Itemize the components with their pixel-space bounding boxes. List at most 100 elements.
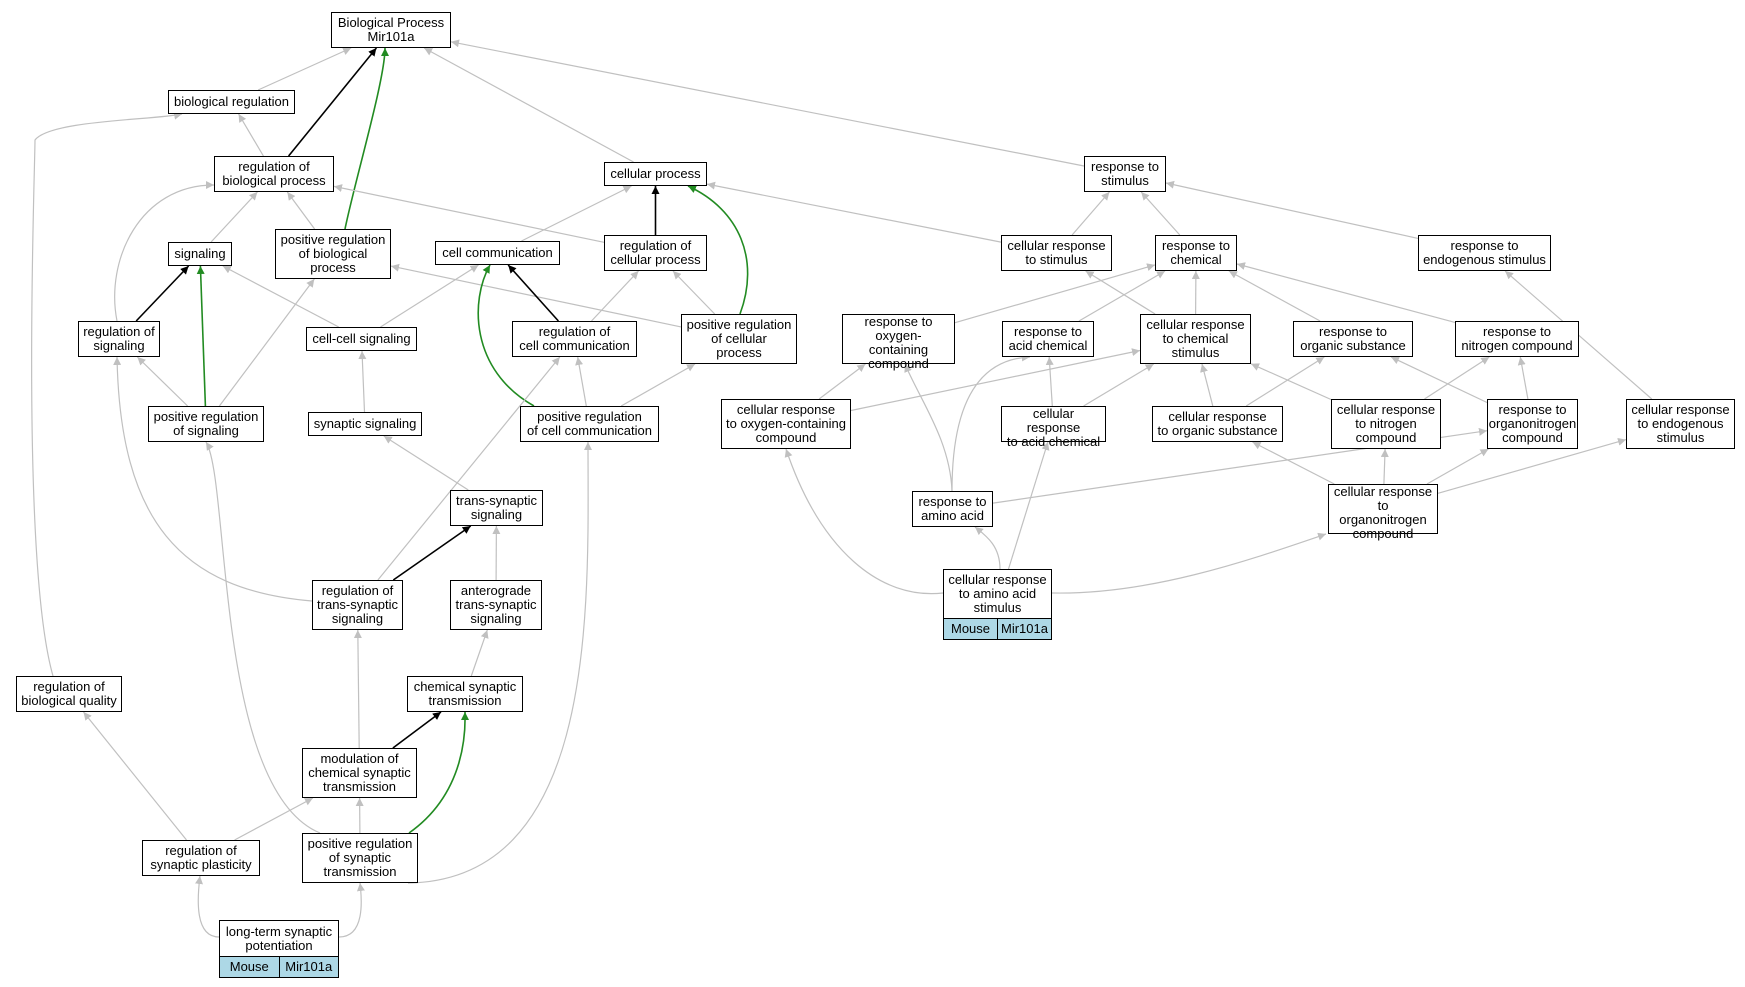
go-term-label: response to organic substance <box>1300 324 1406 353</box>
edge-is-a-crorgnit-to-crnitro <box>1380 448 1389 485</box>
go-term-node-cellcomm[interactable]: cell communication <box>435 241 560 265</box>
edge-is-a-crorgnit-to-crendo <box>1437 437 1627 494</box>
go-term-node-regbq[interactable]: regulation of biological quality <box>16 676 122 712</box>
edge-is-a-regtranssyn-to-regsig <box>113 356 313 602</box>
edge-is-a-ccsig-to-signaling <box>222 265 339 328</box>
go-term-label: regulation of trans-synaptic signaling <box>317 583 398 626</box>
go-term-label: cellular response to acid chemical <box>1006 406 1101 449</box>
go-term-node-transsyn[interactable]: trans-synaptic signaling <box>450 490 543 526</box>
go-term-label: cellular response to oxygen-containing c… <box>726 402 846 445</box>
go-term-label: regulation of cell communication <box>519 324 630 353</box>
go-term-node-crorg[interactable]: cellular response to organic substance <box>1152 406 1283 442</box>
go-term-label: cellular response to amino acid stimulus <box>948 572 1047 615</box>
go-term-node-crorgnit[interactable]: cellular response to organonitrogen comp… <box>1328 484 1438 541</box>
go-term-node-crstim[interactable]: cellular response to stimulus <box>1001 235 1112 271</box>
go-term-label: synaptic signaling <box>313 416 417 431</box>
go-term-node-antero[interactable]: anterograde trans-synaptic signaling <box>450 580 542 630</box>
edge-is-a-ramino-to-roxy <box>904 363 953 492</box>
edge-is-a-transsyn-to-synsig <box>383 435 469 491</box>
edge-is-a-cramino-to-crorgnit <box>1051 532 1327 594</box>
go-term-label: positive regulation of synaptic transmis… <box>307 836 413 879</box>
go-term-node-crnitro[interactable]: cellular response to nitrogen compound <box>1331 399 1441 449</box>
go-term-node-ramino[interactable]: response to amino acid <box>912 491 993 527</box>
edge-is-a-regtranssyn-to-regcc <box>377 356 561 581</box>
edge-is-a-ltp-to-regplast <box>195 875 220 938</box>
edge-is-a-signaling-to-regbp <box>210 191 258 243</box>
go-term-node-modchem[interactable]: modulation of chemical synaptic transmis… <box>302 748 417 798</box>
go-term-node-posregbp[interactable]: positive regulation of biological proces… <box>275 229 391 279</box>
go-term-node-bp[interactable]: Biological Process Mir101a <box>331 12 451 48</box>
go-term-node-cracid[interactable]: cellular response to acid chemical <box>1001 406 1106 449</box>
edge-is-a-modchem-to-regtranssyn <box>353 629 362 749</box>
go-term-node-regcc[interactable]: regulation of cell communication <box>512 321 637 357</box>
edge-is-a-regcp-to-regbp <box>333 184 605 243</box>
go-term-node-posregsyn[interactable]: positive regulation of synaptic transmis… <box>302 833 418 883</box>
edge-regulates-regtranssyn-to-transsyn <box>392 525 472 581</box>
go-term-label: regulation of signaling <box>83 324 155 353</box>
go-term-node-regsig[interactable]: regulation of signaling <box>78 321 160 357</box>
edge-is-a-racid-to-rchem <box>1078 270 1166 322</box>
go-term-node-crendo[interactable]: cellular response to endogenous stimulus <box>1626 399 1735 449</box>
go-term-label: cell communication <box>442 245 553 260</box>
edge-is-a-regcc-to-regcp <box>591 270 639 322</box>
go-term-node-posregcp[interactable]: positive regulation of cellular process <box>681 314 797 364</box>
go-term-node-rorg[interactable]: response to organic substance <box>1293 321 1413 357</box>
go-term-node-roxy[interactable]: response to oxygen-containing compound <box>842 314 955 371</box>
go-term-node-rorgnit[interactable]: response to organonitrogen compound <box>1487 399 1578 449</box>
go-term-node-posregcc[interactable]: positive regulation of cell communicatio… <box>520 406 659 442</box>
go-term-node-crchem[interactable]: cellular response to chemical stimulus <box>1140 314 1251 364</box>
edge-is-a-cellproc-to-bp <box>423 47 634 163</box>
go-term-node-breg[interactable]: biological regulation <box>168 90 295 114</box>
edge-is-a-cramino-to-cracid <box>1007 441 1050 570</box>
go-term-node-signaling[interactable]: signaling <box>168 242 232 266</box>
edge-positively-regulates-posregbp-to-bp <box>344 47 389 230</box>
edge-positively-regulates-posregsig-to-signaling <box>196 265 207 407</box>
go-term-label: cellular response to organic substance <box>1157 409 1278 438</box>
go-term-label: positive regulation of biological proces… <box>280 232 386 275</box>
go-term-node-synsig[interactable]: synaptic signaling <box>308 412 422 436</box>
gene-tag: Mir101a <box>997 619 1051 639</box>
go-term-node-regtranssyn[interactable]: regulation of trans-synaptic signaling <box>312 580 403 630</box>
go-term-node-cellproc[interactable]: cellular process <box>604 162 707 186</box>
edge-is-a-regplast-to-modchem <box>234 797 314 841</box>
go-term-node-chemsyn[interactable]: chemical synaptic transmission <box>407 676 523 712</box>
edge-is-a-crorgnit-to-rorgnit <box>1426 448 1489 485</box>
edge-is-a-crorgnit-to-crorg <box>1252 441 1335 485</box>
go-term-label: cell-cell signaling <box>312 331 411 346</box>
edge-is-a-croxy-to-roxy <box>818 363 866 400</box>
go-term-node-posregsig[interactable]: positive regulation of signaling <box>148 406 264 442</box>
edge-is-a-posregsyn-to-posregsig <box>205 441 321 834</box>
go-term-node-croxy[interactable]: cellular response to oxygen-containing c… <box>721 399 851 449</box>
go-term-node-resp[interactable]: response to stimulus <box>1084 156 1166 192</box>
edge-is-a-regbp-to-breg <box>238 113 264 157</box>
go-term-label: cellular response to organonitrogen comp… <box>1333 484 1433 541</box>
go-term-label: response to chemical <box>1162 238 1230 267</box>
go-term-label: response to acid chemical <box>1008 324 1088 353</box>
go-term-node-racid[interactable]: response to acid chemical <box>1002 321 1094 357</box>
go-term-label: cellular process <box>610 166 701 181</box>
species-tag: Mouse <box>220 957 279 977</box>
go-term-node-ccsig[interactable]: cell-cell signaling <box>306 327 417 351</box>
edge-is-a-cellcomm-to-cellproc <box>521 185 632 242</box>
edge-is-a-crstim-to-cellproc <box>706 181 1002 243</box>
edge-is-a-rnitro-to-rchem <box>1236 262 1456 323</box>
go-term-label: regulation of biological quality <box>21 679 117 708</box>
edge-regulates-regcc-to-cellcomm <box>507 264 559 322</box>
edge-is-a-regsig-to-regbp <box>114 181 215 322</box>
go-term-label: response to nitrogen compound <box>1461 324 1573 353</box>
go-term-node-regbp[interactable]: regulation of biological process <box>214 156 334 192</box>
go-term-node-rnitro[interactable]: response to nitrogen compound <box>1455 321 1579 357</box>
go-term-node-regcp[interactable]: regulation of cellular process <box>604 235 707 271</box>
gene-tag: Mir101a <box>278 957 338 977</box>
edge-is-a-cracid-to-crchem <box>1083 363 1155 407</box>
go-term-node-regplast[interactable]: regulation of synaptic plasticity <box>142 840 260 876</box>
edge-is-a-resp-to-bp <box>450 39 1085 167</box>
go-term-node-cramino[interactable]: cellular response to amino acid stimulus… <box>943 569 1052 640</box>
go-term-node-rchem[interactable]: response to chemical <box>1155 235 1237 271</box>
edge-is-a-posregbp-to-regbp <box>286 191 316 230</box>
go-term-node-rendo[interactable]: response to endogenous stimulus <box>1418 235 1551 271</box>
